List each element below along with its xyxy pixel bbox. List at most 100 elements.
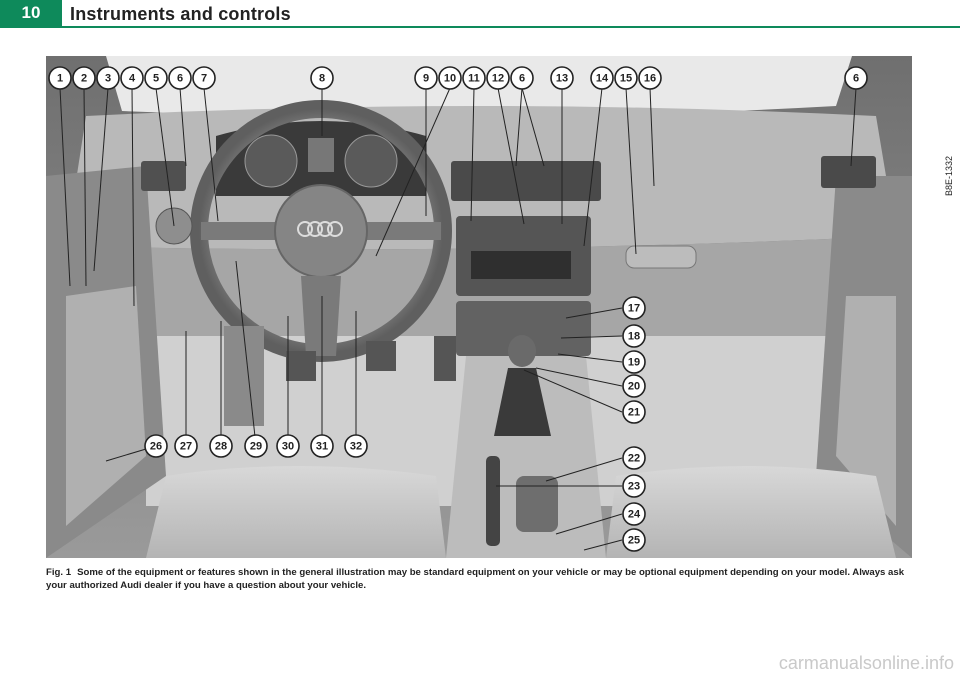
page-number: 10 [0,0,62,26]
svg-text:1: 1 [57,73,63,85]
svg-text:31: 31 [316,441,328,453]
callout-right-2: 19 [622,350,646,374]
svg-text:20: 20 [628,381,640,393]
svg-text:2: 2 [81,73,87,85]
callout-top-9: 10 [438,66,462,90]
svg-text:B8E-1332: B8E-1332 [944,156,954,196]
gear-shift-boot [494,368,551,436]
right-door-trim [836,296,896,526]
svg-text:6: 6 [853,73,859,85]
svg-text:8: 8 [319,73,325,85]
dashboard-drawing [46,56,912,558]
center-air-vents [451,161,601,201]
callout-right-7: 24 [622,502,646,526]
callout-top-2: 3 [96,66,120,90]
callout-right-0: 17 [622,296,646,320]
callout-top-6: 7 [192,66,216,90]
steering-column [301,276,341,356]
svg-text:29: 29 [250,441,262,453]
svg-text:22: 22 [628,453,640,465]
footrest [224,326,264,426]
svg-text:13: 13 [556,73,568,85]
callout-top-12: 6 [510,66,534,90]
svg-text:30: 30 [282,441,294,453]
callout-right-5: 22 [622,446,646,470]
svg-text:27: 27 [180,441,192,453]
svg-text:12: 12 [492,73,504,85]
callout-bottom-2: 28 [209,434,233,458]
audi-rings-logo [297,221,343,237]
callout-right-4: 21 [622,400,646,424]
callout-right-3: 20 [622,374,646,398]
driver-info-display [308,138,334,172]
radio-display [471,251,571,279]
svg-text:28: 28 [215,441,227,453]
callouts-right: 17 18 19 20 21 22 23 24 25 [622,296,646,552]
svg-text:11: 11 [468,73,480,85]
cup-holder [516,476,558,532]
callout-top-14: 14 [590,66,614,90]
accelerator-pedal [434,336,456,381]
svg-text:9: 9 [423,73,429,85]
leader-lines [59,87,857,551]
caption-text: Some of the equipment or features shown … [46,567,905,591]
callout-top-7: 8 [310,66,334,90]
callout-top-16: 16 [638,66,662,90]
svg-text:4: 4 [129,73,136,85]
driver-seat [146,466,446,558]
callout-bottom-4: 30 [276,434,300,458]
svg-text:18: 18 [628,331,640,343]
svg-text:10: 10 [444,73,456,85]
callout-bottom-1: 27 [174,434,198,458]
header-rule [0,26,960,28]
watermark: carmanualsonline.info [778,653,954,673]
left-air-vent [141,161,186,191]
svg-text:15: 15 [620,73,632,85]
svg-text:14: 14 [596,73,609,85]
callout-bottom-3: 29 [244,434,268,458]
svg-text:6: 6 [177,73,183,85]
callout-right-8: 25 [622,528,646,552]
caption-label: Fig. 1 [46,567,72,578]
callout-top-15: 15 [614,66,638,90]
callout-top-3: 4 [120,66,144,90]
parking-brake-lever [486,456,500,546]
callout-top-13: 13 [550,66,574,90]
callout-top-0: 1 [48,66,72,90]
svg-text:24: 24 [628,509,641,521]
svg-text:16: 16 [644,73,656,85]
left-door-trim [66,286,146,526]
svg-text:19: 19 [628,357,640,369]
svg-text:32: 32 [350,441,362,453]
glove-box-handle [625,245,697,269]
speedometer [344,134,398,188]
section-title: Instruments and controls [70,4,291,24]
svg-text:21: 21 [628,407,640,419]
clutch-pedal [286,351,316,381]
callout-right-1: 18 [622,324,646,348]
svg-text:25: 25 [628,535,640,547]
svg-text:17: 17 [628,303,640,315]
callout-top-10: 11 [462,66,486,90]
climate-control [456,301,591,356]
callout-bottom-5: 31 [310,434,334,458]
gear-shift-knob [508,335,536,367]
brake-pedal [366,341,396,371]
callout-right-6: 23 [622,474,646,498]
callout-top-8: 9 [414,66,438,90]
callout-bottom-6: 32 [344,434,368,458]
callout-top-5: 6 [168,66,192,90]
figure-code: B8E-1332 [942,118,956,198]
passenger-seat [606,466,896,558]
svg-text:6: 6 [519,73,525,85]
tachometer [244,134,298,188]
callout-top-1: 2 [72,66,96,90]
svg-text:23: 23 [628,481,640,493]
svg-text:5: 5 [153,73,159,85]
svg-text:3: 3 [105,73,111,85]
